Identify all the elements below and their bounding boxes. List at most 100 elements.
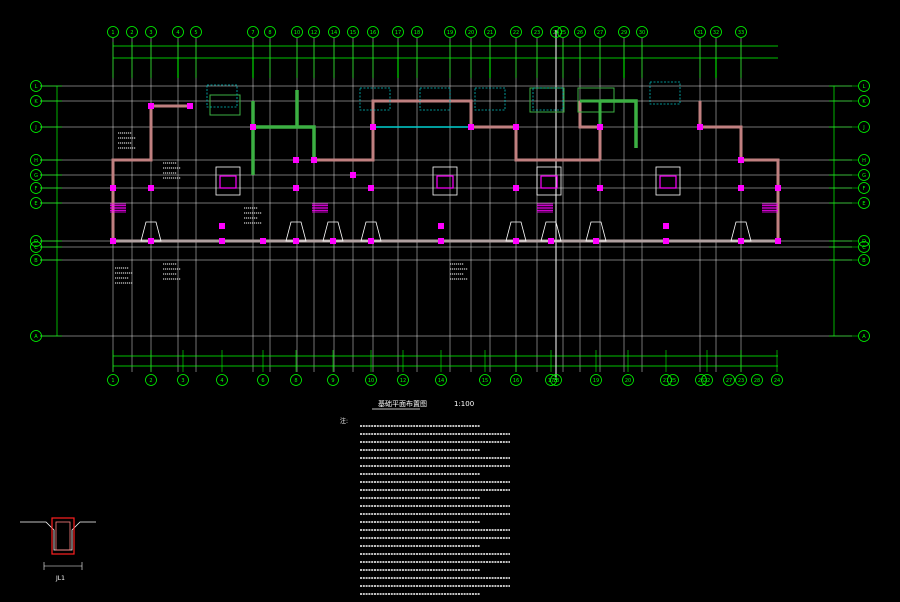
column [148, 185, 154, 191]
axis-right-E-circle [858, 197, 870, 209]
axis-top-18-circle [411, 26, 423, 38]
axis-left-L-label: L [35, 84, 38, 90]
axis-left-A-label: A [34, 334, 38, 340]
axis-top-1-label: 1 [111, 30, 114, 36]
axis-top-10-label: 10 [294, 30, 300, 36]
axis-top-24-label: 24 [553, 30, 559, 36]
axis-right-H-circle [858, 154, 870, 166]
axis-bottom-19-label: 19 [593, 378, 599, 384]
axis-bottom-21-label: 21 [663, 378, 669, 384]
axis-bottom-22-label: 22 [704, 378, 710, 384]
axis-bottom-23-circle [735, 374, 747, 386]
axis-bottom-15-label: 15 [482, 378, 488, 384]
axis-top-33-label: 33 [738, 30, 744, 36]
pile-cap-inner [540, 175, 558, 189]
axis-top-8-label: 8 [268, 30, 271, 36]
axis-top-25-label: 25 [560, 30, 566, 36]
axis-bottom-2-label: 2 [149, 378, 152, 384]
axis-bottom-28-label: 28 [754, 378, 760, 384]
axis-top-29-circle [618, 26, 630, 38]
axis-bottom-1-circle [107, 374, 119, 386]
cyan-pad [649, 81, 681, 105]
green-frame [529, 87, 565, 113]
column [438, 238, 444, 244]
axis-top-10-circle [291, 26, 303, 38]
column [219, 223, 225, 229]
axis-right-K-circle [858, 95, 870, 107]
axis-top-29-label: 29 [621, 30, 627, 36]
foundation-beams [111, 81, 780, 243]
column [738, 238, 744, 244]
detail-label: JL1 [55, 575, 65, 582]
axis-top-23-label: 23 [534, 30, 540, 36]
axis-bottom-9-label: 9 [331, 378, 334, 384]
axis-right-J-circle [858, 121, 870, 133]
cyan-pad [206, 84, 238, 108]
axis-top-1-circle [107, 26, 119, 38]
cyan-pad [359, 87, 391, 111]
axis-bottom-6-circle [257, 374, 269, 386]
green-frame [209, 94, 241, 116]
axis-bottom-20-label: 20 [625, 378, 631, 384]
axis-bottom-24-circle [771, 374, 783, 386]
column [368, 238, 374, 244]
notes-header: 注: [340, 417, 348, 425]
pile-cap-inner [219, 175, 237, 189]
axis-top-2-label: 2 [130, 30, 133, 36]
axis-top-26-label: 26 [577, 30, 583, 36]
axis-top-12-circle [308, 26, 320, 38]
axis-top-4-label: 4 [176, 30, 179, 36]
axis-bottom-23-label: 23 [738, 378, 744, 384]
axis-right-C-label: C [862, 245, 866, 251]
pedestal [285, 221, 307, 242]
column [513, 124, 519, 130]
column [513, 238, 519, 244]
green-frame [577, 87, 615, 113]
axis-right-D-label: D [862, 239, 866, 245]
axis-top-7-circle [247, 26, 259, 38]
axis-left-G-label: G [34, 173, 38, 179]
axis-top-21-circle [484, 26, 496, 38]
axis-bottom-15-circle [479, 374, 491, 386]
column [697, 124, 703, 130]
axis-bottom-4-label: 4 [220, 378, 223, 384]
axis-bottom-14-circle [435, 374, 447, 386]
axis-bottom-19-circle [590, 374, 602, 386]
pile-cap-inner [436, 175, 454, 189]
axis-top-22-label: 22 [513, 30, 519, 36]
column [663, 238, 669, 244]
pile-cap [536, 166, 562, 196]
column [663, 223, 669, 229]
axis-bottom-10-label: 10 [368, 378, 374, 384]
column [293, 157, 299, 163]
axis-top-25-circle [557, 26, 569, 38]
axis-right-J-label: J [862, 125, 864, 131]
axis-bottom-10-circle [365, 374, 377, 386]
column [148, 238, 154, 244]
axis-bottom-17-label: 17 [548, 378, 554, 384]
axis-bottom-25-label: 25 [670, 378, 676, 384]
axis-top-20-circle [465, 26, 477, 38]
axis-top-27-label: 27 [597, 30, 603, 36]
axis-right-G-circle [858, 169, 870, 181]
axis-top-14-circle [328, 26, 340, 38]
column [260, 238, 266, 244]
axis-right-A-label: A [862, 334, 866, 340]
column [738, 185, 744, 191]
axis-bottom-24-label: 24 [774, 378, 780, 384]
axis-bottom-8-label: 8 [294, 378, 297, 384]
pedestal [322, 221, 344, 242]
axis-right-F-circle [858, 182, 870, 194]
beam-detail: JL1 [20, 517, 96, 582]
axis-right-C-circle [858, 241, 870, 253]
column [468, 124, 474, 130]
axis-right-K-label: K [862, 99, 866, 105]
dimension-lines [52, 30, 839, 380]
column [513, 185, 519, 191]
axis-left-F-label: F [35, 186, 38, 192]
axis-right-L-circle [858, 80, 870, 92]
drawing-scale: 1:100 [454, 400, 474, 408]
axis-top-24-circle [550, 26, 562, 38]
pile-cap [215, 166, 241, 196]
